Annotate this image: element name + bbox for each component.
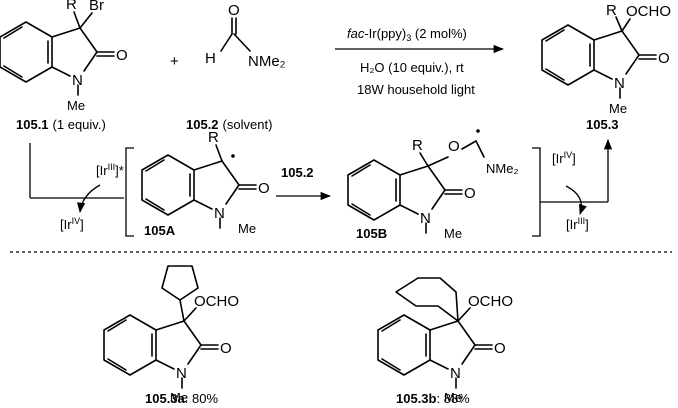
atom-me: Me — [444, 226, 462, 241]
mechanism-right-arm — [540, 138, 613, 215]
compound-label-105-3a: 105.3a — [145, 391, 186, 406]
intermediate-label-105b: 105B — [356, 226, 387, 241]
atom-r: R — [208, 129, 219, 146]
atom-o: O — [258, 180, 270, 197]
mechanism-left-arm — [29, 143, 124, 214]
atom-o: O — [220, 340, 232, 357]
svg-text:105.3a: 80%: 105.3a: 80% — [145, 391, 218, 406]
atom-ocho: OCHO — [194, 293, 239, 310]
molecule-105-1: R Br O N Me — [0, 0, 128, 113]
svg-text:105.3b: 88%: 105.3b: 88% — [396, 391, 470, 406]
atom-r: R — [412, 137, 423, 154]
compound-label-105-3b: 105.3b — [396, 391, 437, 406]
reactant-equiv: (1 equiv.) — [53, 117, 106, 132]
atom-ocho: OCHO — [468, 293, 513, 310]
atom-nme2: NMe₂ — [486, 161, 519, 176]
atom-r: R — [606, 2, 617, 19]
atom-me: Me — [609, 101, 627, 116]
reagent-solvent: (solvent) — [223, 117, 273, 132]
example-105-3b: OCHO O N Me — [377, 277, 513, 405]
water-condition: H₂O (10 equiv.), rt — [360, 60, 464, 75]
catalyst-condition: fac-Ir(ppy)3 (2 mol%) — [347, 26, 467, 43]
yield-105-3a: : 80% — [185, 391, 219, 406]
plus-sign: + — [170, 53, 179, 70]
atom-r: R — [66, 0, 77, 13]
compound-label-105-3: 105.3 — [586, 117, 619, 132]
step-label-105-2: 105.2 — [281, 165, 314, 180]
atom-o: O — [494, 340, 506, 357]
molecule-105-3: R OCHO O N Me — [541, 2, 671, 116]
ir4-right-label: [IrIV] — [552, 150, 576, 166]
ir3-star-label: [IrIII]* — [96, 162, 124, 178]
atom-n: N — [214, 205, 225, 222]
compound-label-105-2: 105.2 — [186, 117, 219, 132]
svg-text:105.1(1 equiv.): 105.1 (1 equiv.) — [16, 117, 106, 132]
atom-n: N — [614, 75, 625, 92]
atom-n: N — [420, 210, 431, 227]
ir3-right-label: [IrIII] — [566, 216, 589, 232]
svg-text:105.2(solvent): 105.2 (solvent) — [186, 117, 272, 132]
atom-n: N — [450, 365, 461, 382]
bracket-right — [532, 147, 541, 237]
compound-label-105-1: 105.1 — [16, 117, 49, 132]
atom-o: O — [116, 47, 128, 64]
intermediate-105b: R O O N Me NMe₂ — [347, 129, 519, 241]
example-105-3a: OCHO O N Me — [103, 265, 239, 405]
atom-nme2: NMe₂ — [248, 53, 286, 70]
atom-n: N — [176, 365, 187, 382]
molecule-105-2: O H NMe₂ — [205, 2, 286, 70]
atom-me: Me — [67, 98, 85, 113]
yield-105-3b: : 88% — [436, 391, 470, 406]
atom-o: O — [228, 2, 240, 19]
atom-n: N — [72, 72, 83, 89]
atom-me: Me — [170, 390, 188, 405]
atom-me: Me — [238, 221, 256, 236]
intermediate-label-105a: 105A — [144, 223, 176, 238]
light-condition: 18W household light — [357, 82, 475, 97]
bracket-left — [125, 147, 134, 237]
atom-ocho: OCHO — [626, 3, 671, 20]
atom-o-ether: O — [448, 138, 460, 155]
atom-h: H — [205, 50, 216, 67]
intermediate-105a: R O N Me — [141, 129, 270, 236]
atom-o: O — [464, 185, 476, 202]
ir4-left-label: [IrIV] — [60, 216, 84, 232]
atom-me: Me — [444, 390, 462, 405]
atom-br: Br — [89, 0, 104, 14]
atom-o: O — [658, 50, 670, 67]
